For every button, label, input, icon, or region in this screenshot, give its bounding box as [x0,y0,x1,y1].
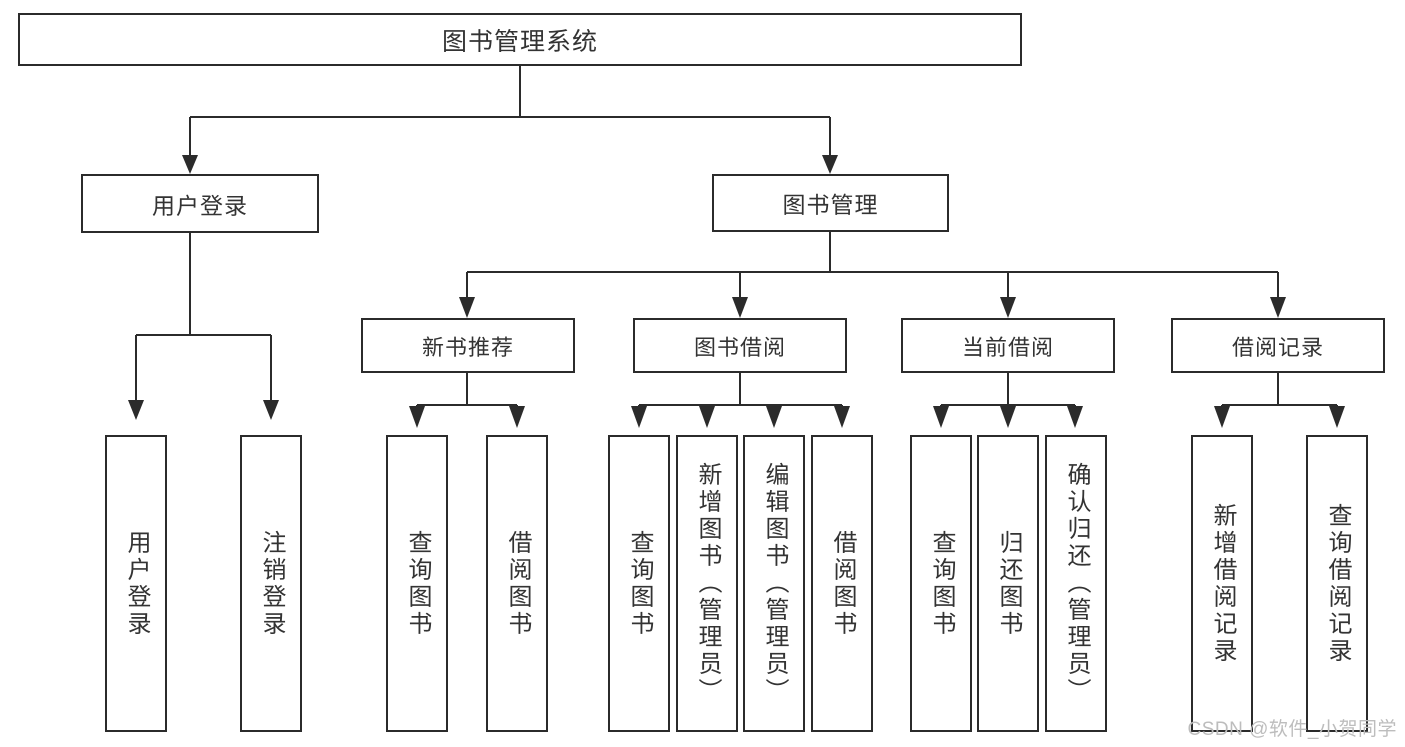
node-label: 归还图书 [995,529,1022,638]
node-label: 借阅图书 [504,529,531,638]
node-book-borrow[interactable]: 图书借阅 [633,318,847,373]
node-label: 图书管理 [782,192,879,218]
node-label: 用户登录 [123,529,150,638]
node-borrow-record[interactable]: 借阅记录 [1171,318,1385,373]
node-new-book-recommend[interactable]: 新书推荐 [361,318,575,373]
node-label: 查询借阅记录 [1324,502,1351,665]
node-label: 当前借阅 [961,334,1054,360]
node-label: 借阅图书 [829,529,856,638]
leaf-query-book-borrow[interactable]: 查询图书 [608,435,670,732]
node-user-login[interactable]: 用户登录 [81,174,319,233]
leaf-borrow-book[interactable]: 借阅图书 [811,435,873,732]
node-label: 编辑图书（管理员） [761,462,788,705]
leaf-borrow-book-recommend[interactable]: 借阅图书 [486,435,548,732]
leaf-query-book-recommend[interactable]: 查询图书 [386,435,448,732]
leaf-confirm-return-admin[interactable]: 确认归还（管理员） [1045,435,1107,732]
leaf-query-book-current[interactable]: 查询图书 [910,435,972,732]
leaf-user-login[interactable]: 用户登录 [105,435,167,732]
node-label: 查询图书 [404,529,431,638]
leaf-return-book[interactable]: 归还图书 [977,435,1039,732]
node-label: 新书推荐 [421,334,514,360]
node-label: 新增借阅记录 [1209,502,1236,665]
node-current-borrow[interactable]: 当前借阅 [901,318,1115,373]
node-label: 用户登录 [152,192,248,219]
leaf-logout[interactable]: 注销登录 [240,435,302,732]
leaf-add-book-admin[interactable]: 新增图书（管理员） [676,435,738,732]
node-label: 借阅记录 [1231,334,1324,360]
node-label: 图书借阅 [693,334,786,360]
node-label: 注销登录 [258,529,285,638]
node-label: 查询图书 [928,529,955,638]
csdn-watermark: CSDN @软件_小贺同学 [1187,719,1397,740]
node-label: 图书管理系统 [441,27,598,56]
leaf-edit-book-admin[interactable]: 编辑图书（管理员） [743,435,805,732]
node-label: 查询图书 [626,529,653,638]
leaf-add-borrow-record[interactable]: 新增借阅记录 [1191,435,1253,732]
node-label: 确认归还（管理员） [1063,462,1090,705]
node-book-management[interactable]: 图书管理 [712,174,949,232]
node-root-book-management-system[interactable]: 图书管理系统 [18,13,1022,66]
node-label: 新增图书（管理员） [694,462,721,705]
leaf-query-borrow-record[interactable]: 查询借阅记录 [1306,435,1368,732]
